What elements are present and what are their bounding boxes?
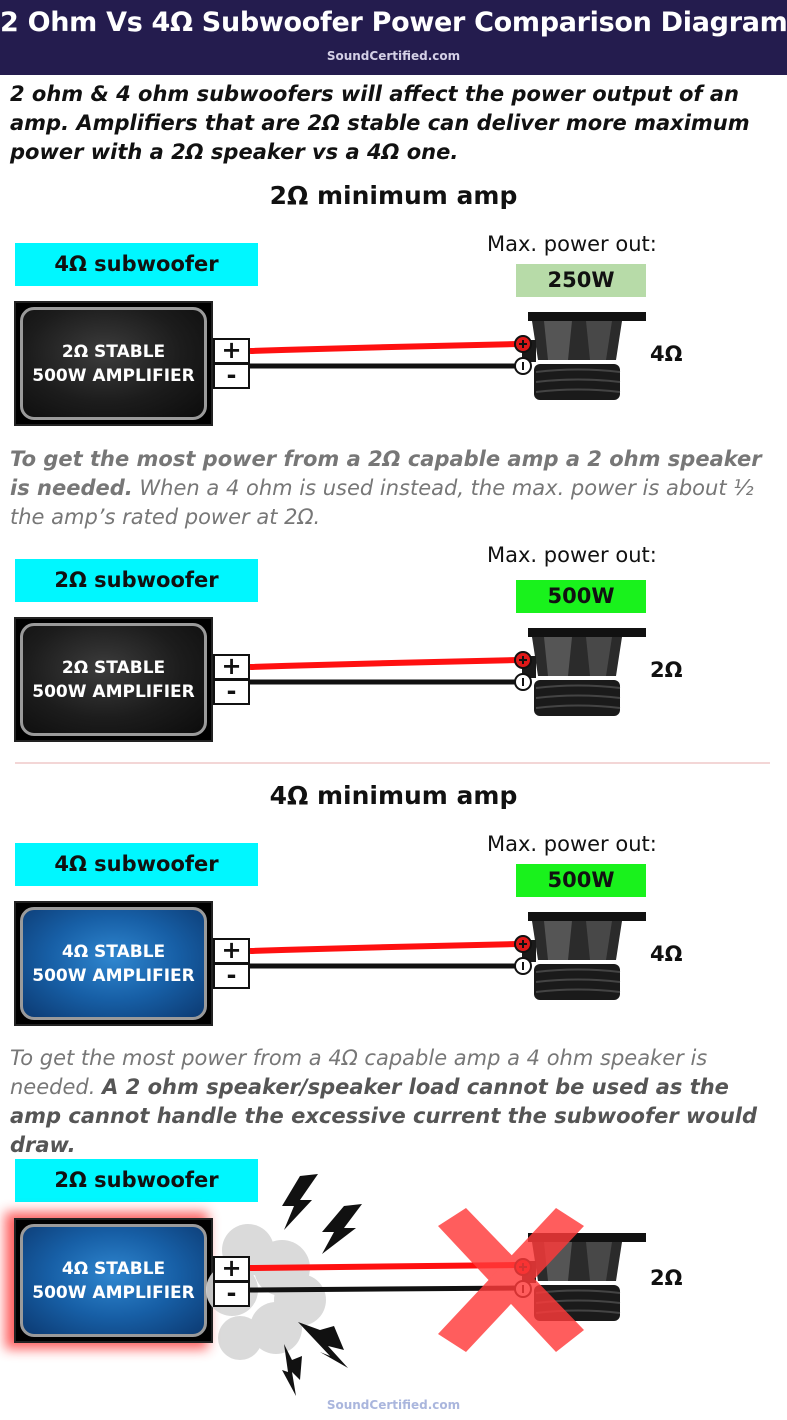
- amp-rating-line: 2Ω STABLE: [61, 341, 166, 362]
- max-power-label: Max. power out:: [487, 232, 657, 256]
- amp-power-line: 500W AMPLIFIER: [32, 681, 195, 702]
- speaker-impedance: 4Ω: [650, 942, 683, 966]
- speaker-icon: [521, 911, 647, 1001]
- subwoofer-label: 2Ω subwoofer: [15, 1159, 258, 1202]
- negative-terminal: -: [213, 1281, 250, 1307]
- note-4ohm-amp: To get the most power from a 4Ω capable …: [10, 1044, 780, 1160]
- max-power-value: 500W: [516, 864, 646, 897]
- positive-terminal: +: [213, 1256, 250, 1282]
- cross-icon: [438, 1208, 584, 1352]
- site-name: SoundCertified.com: [326, 49, 461, 63]
- amp-power-line: 500W AMPLIFIER: [32, 365, 195, 386]
- amp-rating-line: 4Ω STABLE: [61, 941, 166, 962]
- note-text: When a 4 ohm is used instead, the max. p…: [10, 476, 754, 529]
- amplifier: 4Ω STABLE 500W AMPLIFIER: [14, 1218, 213, 1343]
- section-title-4ohm-amp: 4Ω minimum amp: [269, 781, 518, 810]
- negative-terminal: -: [213, 679, 250, 705]
- note-bold: To get the most power from a 2Ω capable …: [10, 447, 762, 500]
- negative-terminal: -: [213, 963, 250, 989]
- subwoofer-label: 4Ω subwoofer: [15, 843, 258, 886]
- max-power-value: 500W: [516, 580, 646, 613]
- section-title-2ohm-amp: 2Ω minimum amp: [269, 181, 518, 210]
- negative-terminal: -: [213, 363, 250, 389]
- wire-positive: [249, 657, 519, 670]
- note-bold: A 2 ohm speaker/speaker load cannot be u…: [10, 1075, 757, 1157]
- subwoofer-label: 4Ω subwoofer: [15, 243, 258, 286]
- speaker-impedance: 2Ω: [650, 1266, 683, 1290]
- wire-positive: [249, 341, 519, 354]
- max-power-label: Max. power out:: [487, 543, 657, 567]
- subwoofer-label: 2Ω subwoofer: [15, 559, 258, 602]
- note-2ohm-amp: To get the most power from a 2Ω capable …: [10, 445, 780, 532]
- header-banner: 2 Ohm Vs 4Ω Subwoofer Power Comparison D…: [0, 0, 787, 75]
- intro-text: 2 ohm & 4 ohm subwoofers will affect the…: [10, 82, 750, 164]
- speaker-impedance: 4Ω: [650, 342, 683, 366]
- positive-terminal: +: [213, 654, 250, 680]
- note-text: To get the most power from a 4Ω capable …: [10, 1046, 708, 1099]
- footer-site: SoundCertified.com: [326, 1398, 461, 1412]
- page-title: 2 Ohm Vs 4Ω Subwoofer Power Comparison D…: [0, 7, 787, 38]
- lightning-bolt-icon: [282, 1174, 362, 1396]
- max-power-label: Max. power out:: [487, 832, 657, 856]
- amplifier: 4Ω STABLE 500W AMPLIFIER: [14, 901, 213, 1026]
- max-power-value: 250W: [516, 264, 646, 297]
- positive-terminal: +: [213, 938, 250, 964]
- amp-rating-line: 2Ω STABLE: [61, 657, 166, 678]
- speaker-impedance: 2Ω: [650, 658, 683, 682]
- amp-power-line: 500W AMPLIFIER: [32, 1282, 195, 1303]
- amplifier: 2Ω STABLE 500W AMPLIFIER: [14, 301, 213, 426]
- wire-negative: [249, 1285, 519, 1293]
- section-divider: [15, 762, 770, 764]
- speaker-icon: [521, 311, 647, 401]
- positive-terminal: +: [213, 338, 250, 364]
- wire-positive: [249, 941, 519, 954]
- amp-power-line: 500W AMPLIFIER: [32, 965, 195, 986]
- amplifier: 2Ω STABLE 500W AMPLIFIER: [14, 617, 213, 742]
- speaker-icon: [521, 627, 647, 717]
- amp-rating-line: 4Ω STABLE: [61, 1258, 166, 1279]
